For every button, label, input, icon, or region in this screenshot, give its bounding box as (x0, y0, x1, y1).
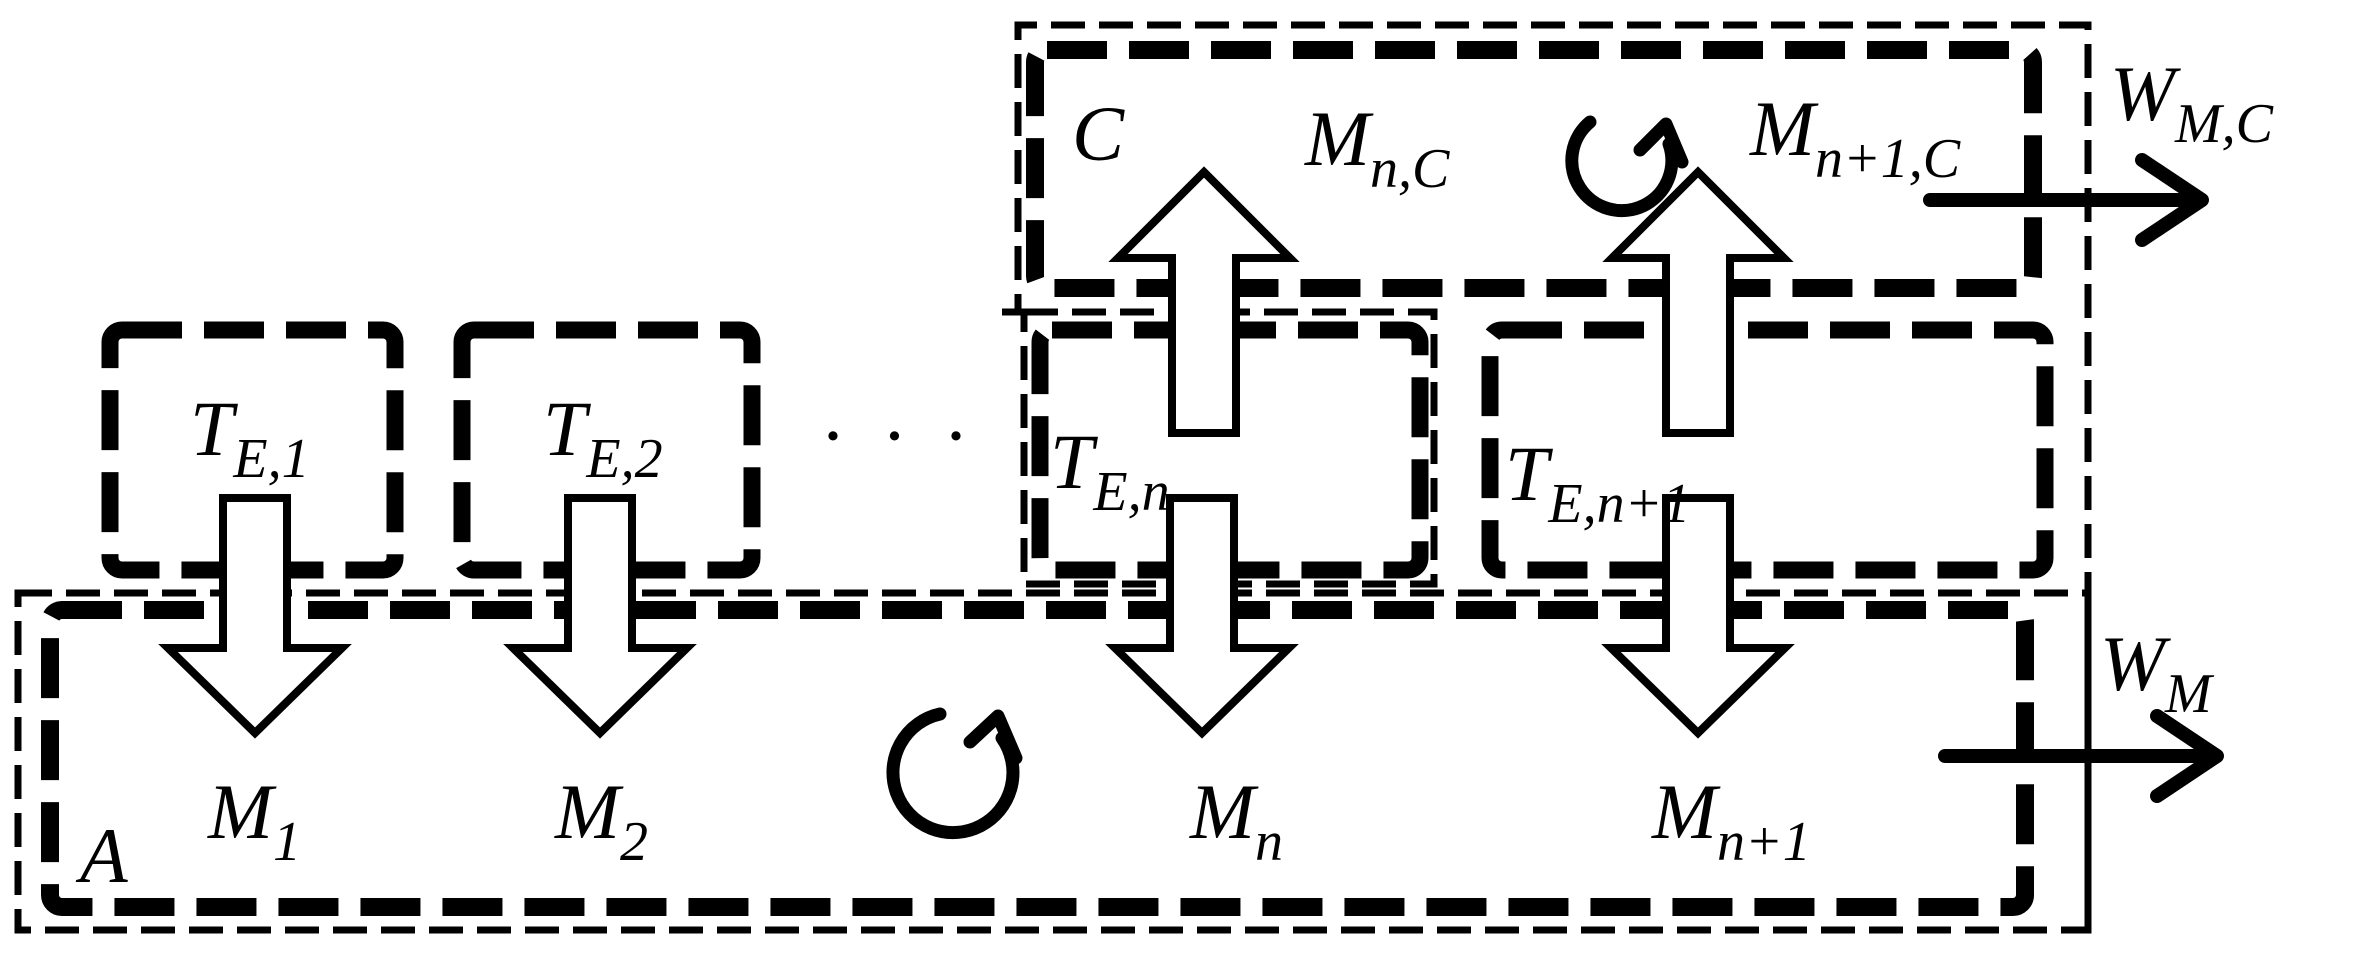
cycle-icon-a (886, 707, 1023, 840)
box-a-outer (14, 589, 2092, 934)
work-arrows (1923, 153, 2224, 803)
arrow-down-2 (503, 494, 697, 739)
cycle-icon-c (1565, 115, 1689, 218)
work-arrow-c (1923, 153, 2209, 247)
label-mn1: Mn+1 (1651, 768, 1811, 873)
box-c-inner (1026, 41, 2042, 297)
labels: A C TE,1 TE,2 TE,n TE,n+1 M1 M2 Mn Mn+1 … (75, 50, 2274, 899)
label-mn1c: Mn+1,C (1749, 85, 1961, 190)
work-arrow-a (1938, 709, 2224, 803)
arrow-down-n1 (1601, 494, 1795, 739)
label-ten1: TE,n+1 (1505, 430, 1690, 535)
label-ten: TE,n (1050, 418, 1170, 523)
box-c-outer (1002, 21, 2092, 930)
label-m1: M1 (207, 768, 301, 873)
dashed-boxes (14, 21, 2092, 934)
ellipsis: · · · (820, 392, 977, 479)
label-a: A (75, 812, 128, 899)
label-wm: WM (2100, 620, 2215, 725)
label-te2: TE,2 (543, 385, 663, 490)
arrow-down-1 (158, 494, 352, 739)
arrow-up-n1 (1602, 166, 1794, 437)
down-arrows (158, 494, 1795, 739)
label-mnc: Mn,C (1304, 95, 1450, 200)
box-te1 (101, 321, 404, 579)
label-c: C (1072, 90, 1125, 177)
box-te2 (453, 321, 761, 579)
box-ten1 (1481, 321, 2054, 579)
cycle-arrows (886, 115, 1689, 840)
up-arrows (1108, 166, 1794, 437)
label-m2: M2 (554, 768, 648, 873)
label-mn: Mn (1189, 768, 1283, 873)
label-te1: TE,1 (190, 385, 310, 490)
label-wmc: WM,C (2110, 50, 2274, 155)
arrow-down-n (1105, 494, 1299, 739)
arrow-up-n (1108, 166, 1300, 437)
